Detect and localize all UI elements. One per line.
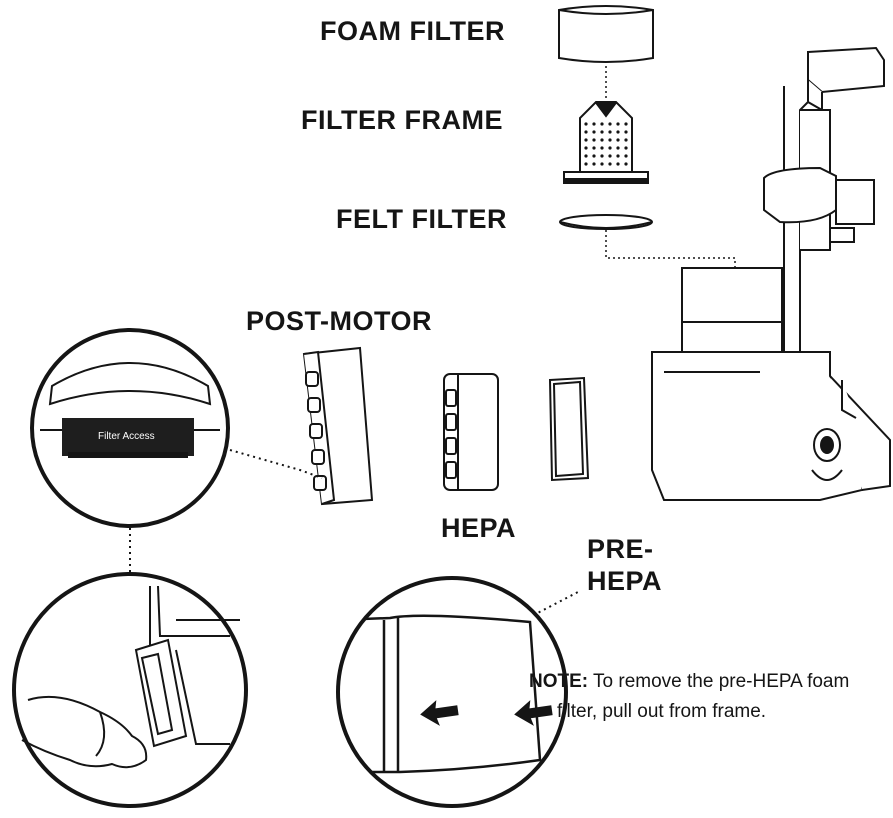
pre-hepa-foam-drawing (548, 376, 590, 482)
hand-removal-callout (12, 572, 248, 808)
pre-hepa-label-line1: PRE- (587, 534, 654, 564)
post-motor-filter-drawing (302, 346, 374, 506)
foam-filter-label: FOAM FILTER (320, 16, 505, 46)
note-prefix: NOTE: (529, 671, 589, 692)
felt-filter-drawing (559, 214, 653, 230)
note-text-line1: To remove the pre-HEPA foam (593, 671, 850, 692)
hepa-filter-drawing (443, 373, 499, 491)
note-line1: NOTE: To remove the pre-HEPA foam (529, 668, 849, 696)
note-text-line2: filter, pull out from frame. (557, 701, 767, 722)
post-motor-label: POST-MOTOR (246, 306, 433, 336)
vacuum-body-drawing (651, 46, 891, 501)
hepa-label: HEPA (441, 513, 517, 543)
leader-post-motor (229, 449, 323, 479)
foam-filter-drawing (558, 5, 654, 63)
guide-line-felt (605, 230, 736, 268)
filter-access-callout (30, 328, 230, 528)
filter-frame-label: FILTER FRAME (301, 105, 503, 135)
felt-filter-label: FELT FILTER (336, 204, 507, 234)
pre-hepa-label-line2: HEPA (587, 566, 663, 596)
pre-hepa-callout (336, 576, 568, 808)
filter-frame-drawing (563, 101, 649, 184)
filter-access-label: Filter Access (98, 431, 155, 442)
